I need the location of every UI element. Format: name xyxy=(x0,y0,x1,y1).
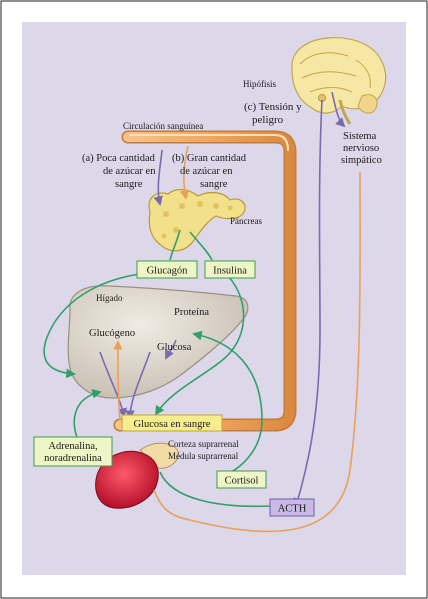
line-pancreas-glucagon xyxy=(169,229,181,261)
label-hipofisis: Hipófisis xyxy=(243,79,277,89)
blood-vessel xyxy=(115,132,295,430)
arrow-glucose-to-blood xyxy=(125,351,151,420)
label-poca-3: sangre xyxy=(115,179,143,190)
label-proteina: Proteína xyxy=(174,307,209,318)
arrow-pituitary-to-acth xyxy=(293,99,323,508)
label-tension-1: (c) Tensión y xyxy=(244,101,302,113)
label-simpatico: simpático xyxy=(341,155,382,166)
label-sistema: Sistema xyxy=(343,131,377,142)
glucagon-text: Glucagón xyxy=(147,266,189,277)
glucosa-sangre-text: Glucosa en sangre xyxy=(134,419,211,430)
box-adrenalina: Adrenalina, noradrenalina xyxy=(33,436,113,467)
label-tension-2: peligro xyxy=(252,114,284,126)
box-cortisol: Cortisol xyxy=(216,470,267,489)
brain-illustration xyxy=(291,37,387,125)
insulina-text: Insulina xyxy=(213,266,247,277)
box-insulina: Insulina xyxy=(204,260,256,279)
arrow-cortisol-to-protein xyxy=(192,330,263,477)
line-pancreas-insulina xyxy=(189,231,213,261)
label-pancreas: Páncreas xyxy=(230,216,262,226)
box-glucagon: Glucagón xyxy=(136,260,198,279)
label-medula: Médula suprarrenal xyxy=(168,451,239,461)
arrow-low-sugar xyxy=(153,149,163,206)
cortisol-text: Cortisol xyxy=(225,476,259,487)
arrow-sns-to-adrenal xyxy=(153,171,361,533)
box-acth: ACTH xyxy=(269,498,315,517)
label-gran-2: de azúcar en xyxy=(180,166,233,177)
box-glucosa-sangre: Glucosa en sangre xyxy=(121,414,223,432)
label-gran-1: (b) Gran cantidad xyxy=(172,153,247,164)
arrow-high-sugar xyxy=(179,145,190,200)
line-acth-to-adrenal xyxy=(159,471,271,508)
label-poca-2: de azúcar en xyxy=(103,166,156,177)
arrow-glucagon-to-liver xyxy=(43,273,141,379)
arrow-glycogen-to-blood xyxy=(99,351,128,418)
adrenalina-text-2: noradrenalina xyxy=(44,453,102,464)
label-nervioso: nervioso xyxy=(343,143,379,154)
arrow-insulina-to-blood xyxy=(154,275,245,416)
label-corteza: Corteza suprarrenal xyxy=(168,439,239,449)
arrow-blood-to-glycogen xyxy=(113,340,123,421)
arrow-brain-to-sns xyxy=(331,91,346,128)
label-gran-3: sangre xyxy=(200,179,228,190)
pancreas-illustration xyxy=(148,188,246,252)
liver-illustration xyxy=(67,285,249,399)
acth-text: ACTH xyxy=(278,504,307,515)
label-poca-1: (a) Poca cantidad xyxy=(82,153,156,164)
label-higado: Hígado xyxy=(96,293,123,303)
arrow-protein-to-glucose xyxy=(165,339,177,360)
label-glucogeno: Glucógeno xyxy=(89,328,135,339)
arrow-adrenaline-to-liver xyxy=(73,389,102,441)
label-circulacion: Circulación sanguínea xyxy=(123,121,203,131)
adrenalina-text-1: Adrenalina, xyxy=(48,441,97,452)
label-glucosa: Glucosa xyxy=(157,342,192,353)
